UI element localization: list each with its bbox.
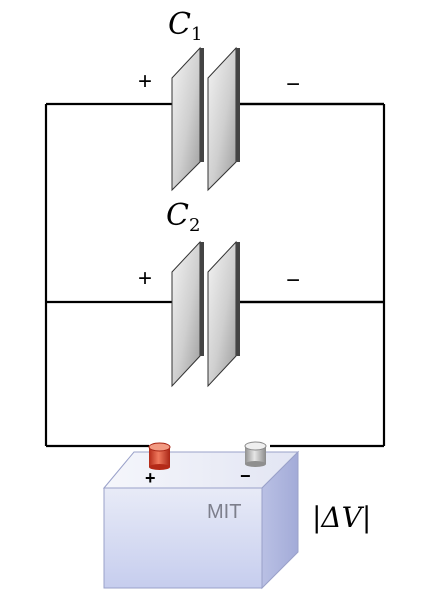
- c1-plus-sign: +: [138, 68, 152, 95]
- positive-terminal-cap: [148, 442, 171, 452]
- c2-left-plate: [171, 240, 201, 388]
- positive-terminal: [148, 442, 171, 470]
- c1-label-subscript: 1: [191, 24, 202, 45]
- negative-terminal-cap: [244, 441, 267, 451]
- battery-plus-sign: +: [145, 468, 156, 488]
- battery-brand: MIT: [207, 501, 241, 523]
- c1-left-plate: [171, 46, 201, 192]
- c2-left-plate-side: [200, 242, 204, 356]
- battery-front: [103, 487, 263, 589]
- c1-label: C1: [168, 7, 202, 45]
- positive-terminal-body: [149, 447, 170, 467]
- c1-left-plate-side: [200, 48, 204, 162]
- c2-right-plate-side: [236, 242, 240, 356]
- voltage-label: |ΔV|: [312, 501, 371, 534]
- c2-label-subscript: 2: [189, 215, 200, 236]
- c1-minus-sign: −: [286, 71, 300, 98]
- battery-minus-sign: −: [240, 466, 251, 486]
- capacitor-c2: [171, 240, 384, 388]
- c1-right-plate-side: [236, 48, 240, 162]
- battery: + − MIT: [102, 441, 300, 590]
- c2-minus-sign: −: [286, 267, 300, 294]
- c1-right-plate: [207, 46, 237, 192]
- c2-plus-sign: +: [138, 265, 152, 292]
- negative-terminal-base: [245, 461, 266, 467]
- negative-terminal: [244, 441, 267, 467]
- positive-terminal-base: [149, 464, 170, 470]
- negative-terminal-body: [245, 446, 266, 464]
- c2-label: C2: [166, 198, 200, 236]
- capacitor-c1: [171, 46, 384, 192]
- c2-right-plate: [207, 240, 237, 388]
